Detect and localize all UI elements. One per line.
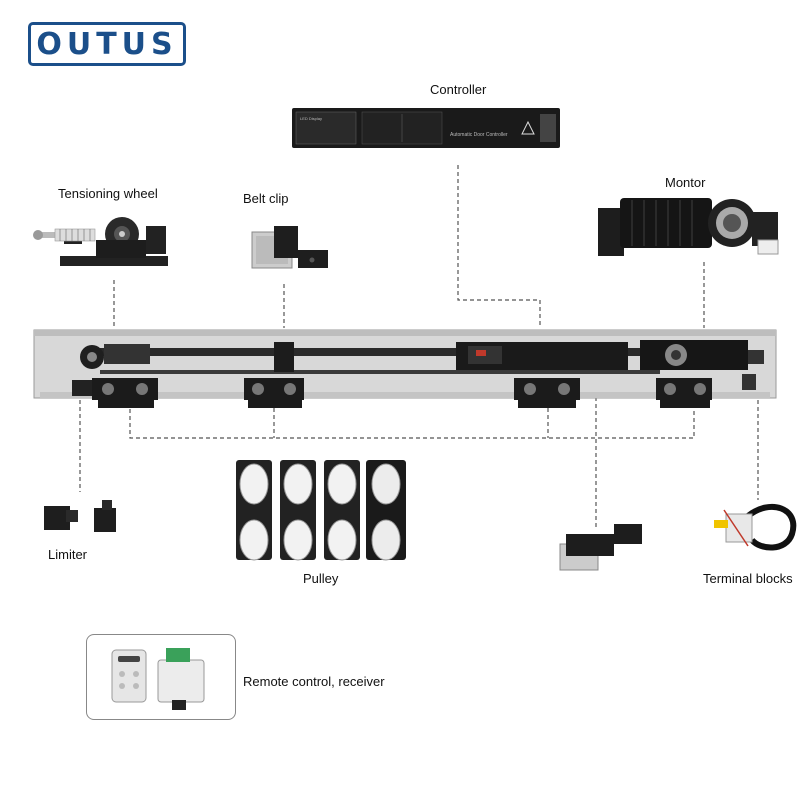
label-remote-receiver: Remote control, receiver xyxy=(243,674,385,689)
belt-clip-lower-image xyxy=(559,524,642,571)
pulley-image xyxy=(236,460,406,561)
rail-assembly xyxy=(33,329,777,408)
limiter-image xyxy=(44,500,116,532)
remote-receiver-frame xyxy=(86,634,236,720)
tensioning-wheel-image xyxy=(33,217,168,266)
connector-pulleys xyxy=(129,402,695,439)
label-pulley: Pulley xyxy=(303,571,339,586)
terminal-blocks-image xyxy=(714,504,797,551)
label-belt-clip: Belt clip xyxy=(243,191,289,206)
label-motor: Montor xyxy=(665,175,706,190)
controller-image: Automatic Door Controller LED Display xyxy=(292,108,560,148)
connector-lines xyxy=(79,165,759,530)
remote-receiver-image xyxy=(111,648,205,710)
controller-led-header: LED Display xyxy=(300,116,322,121)
motor-image xyxy=(598,198,779,256)
brand-logo-text: OUTUS xyxy=(36,26,178,62)
connector-controller xyxy=(457,165,541,328)
label-terminal-blocks: Terminal blocks xyxy=(703,571,793,586)
brand-logo: OUTUS xyxy=(28,22,186,66)
label-controller: Controller xyxy=(430,82,487,97)
label-tensioning-wheel: Tensioning wheel xyxy=(58,186,158,201)
belt-clip-image xyxy=(251,226,328,269)
controller-panel-title: Automatic Door Controller xyxy=(450,132,508,138)
label-limiter: Limiter xyxy=(48,547,88,562)
